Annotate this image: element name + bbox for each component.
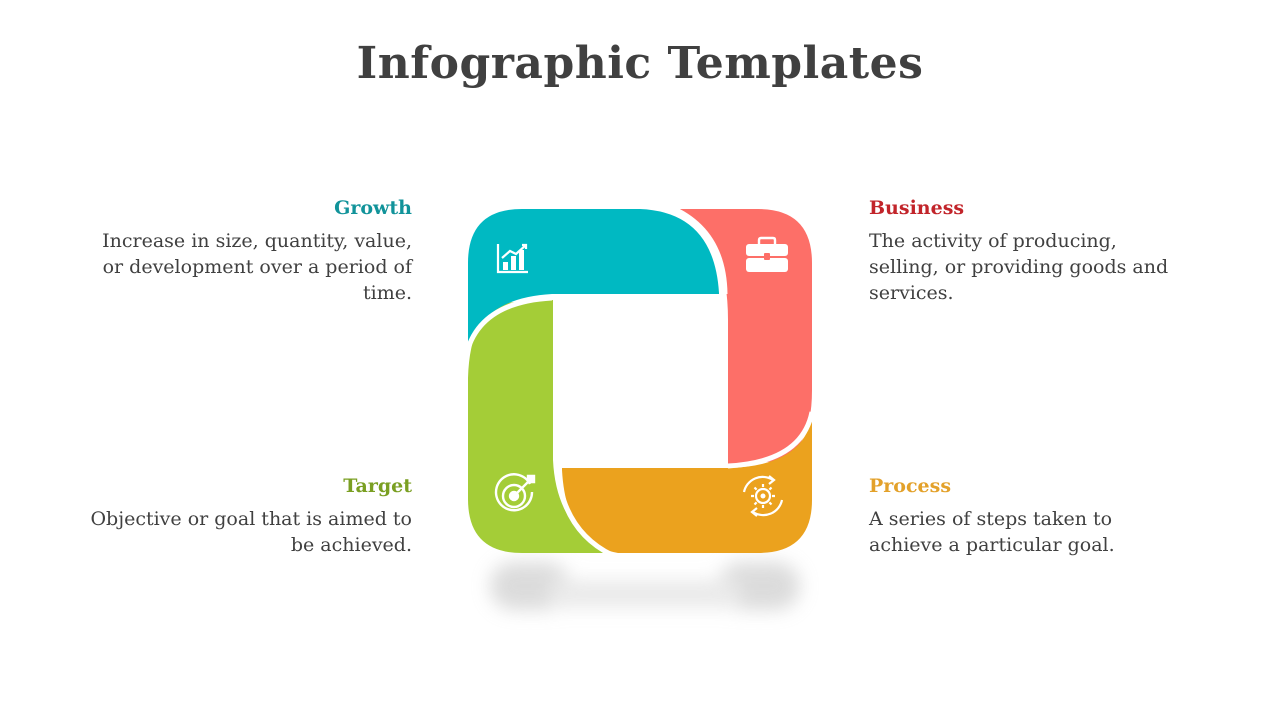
growth-heading: Growth — [334, 197, 412, 219]
business-block: Business The activity of producing, sell… — [869, 196, 1189, 306]
gear-cycle-icon — [742, 475, 784, 517]
process-description: A series of steps taken to achieve a par… — [869, 508, 1115, 556]
process-segment — [562, 416, 812, 553]
target-block: Target Objective or goal that is aimed t… — [82, 474, 412, 558]
target-heading: Target — [343, 475, 412, 497]
business-segment — [676, 209, 812, 464]
diagram-shadow — [490, 562, 800, 610]
business-heading: Business — [869, 197, 965, 219]
growth-segment — [468, 209, 719, 352]
process-heading: Process — [869, 475, 952, 497]
cycle-diagram — [440, 190, 840, 650]
bar-chart-icon — [496, 243, 528, 274]
growth-block: Growth Increase in size, quantity, value… — [82, 196, 412, 306]
briefcase-icon — [746, 236, 788, 272]
target-icon — [494, 473, 536, 512]
process-block: Process A series of steps taken to achie… — [869, 474, 1189, 558]
target-description: Objective or goal that is aimed to be ac… — [90, 508, 412, 556]
growth-description: Increase in size, quantity, value, or de… — [102, 230, 412, 304]
page-title: Infographic Templates — [356, 38, 924, 89]
business-description: The activity of producing, selling, or p… — [869, 230, 1169, 304]
target-segment — [468, 300, 608, 553]
